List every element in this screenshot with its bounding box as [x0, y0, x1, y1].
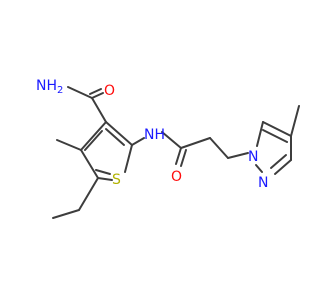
bond-ccarbonyl-o-a — [175, 147, 182, 165]
bond-s-c2 — [124, 144, 133, 173]
bond-c2-nh — [131, 137, 145, 146]
atom-label-amide-oxygen: O — [104, 83, 115, 99]
bond-c3-n2-a — [274, 159, 292, 175]
bond-c5-c4-b — [262, 129, 288, 143]
bond-n1-c5 — [256, 121, 264, 147]
atom-label-nh2: NH2 — [36, 78, 63, 96]
bond-c4-methyl — [56, 139, 82, 151]
bond-c2-c3 — [105, 121, 133, 146]
bond-ccarboxamide-o-b — [89, 88, 102, 95]
atom-label-pyrazole-n1: N — [248, 149, 258, 165]
bond-layer — [52, 86, 300, 219]
bond-pyrazole-methyl — [290, 105, 300, 137]
bond-c2-c3-inner — [105, 128, 125, 146]
bond-c5-c4-a — [262, 121, 292, 137]
bond-ccarboxamide-o-a — [91, 92, 104, 99]
bond-ch2-ch2 — [209, 137, 229, 159]
bond-nh-ccarbonyl — [161, 131, 182, 149]
bond-ch2-pyrazole-n1 — [227, 152, 249, 159]
bond-c5-s — [97, 177, 113, 181]
bond-n2-n1 — [255, 164, 263, 173]
bond-c3-c4-a — [80, 121, 107, 151]
bond-c3-c4-b — [84, 130, 103, 151]
bond-ccarboxamide-nh2 — [67, 86, 93, 99]
bond-ccarbonyl-ch2 — [180, 137, 211, 149]
atom-label-amide-nh: NH — [144, 127, 165, 143]
molecule-structure: NH2 O NH O S N N — [36, 78, 300, 219]
bond-c5-ethyl-ch2 — [78, 177, 99, 211]
bond-ethyl-ch3 — [52, 209, 80, 219]
atom-label-thiophene-sulfur: S — [112, 172, 121, 188]
bond-c3-n2-b — [270, 154, 287, 169]
bond-c5-s-inner — [95, 169, 111, 175]
atom-label-carbonyl-oxygen: O — [171, 169, 182, 185]
bond-ccarbonyl-o-b — [180, 149, 187, 167]
atom-label-layer: NH2 O NH O S N N — [36, 78, 268, 191]
bond-c4-c5 — [80, 149, 99, 179]
bond-c3-ccarboxamide — [91, 97, 107, 123]
atom-label-pyrazole-n2: N — [258, 175, 268, 191]
